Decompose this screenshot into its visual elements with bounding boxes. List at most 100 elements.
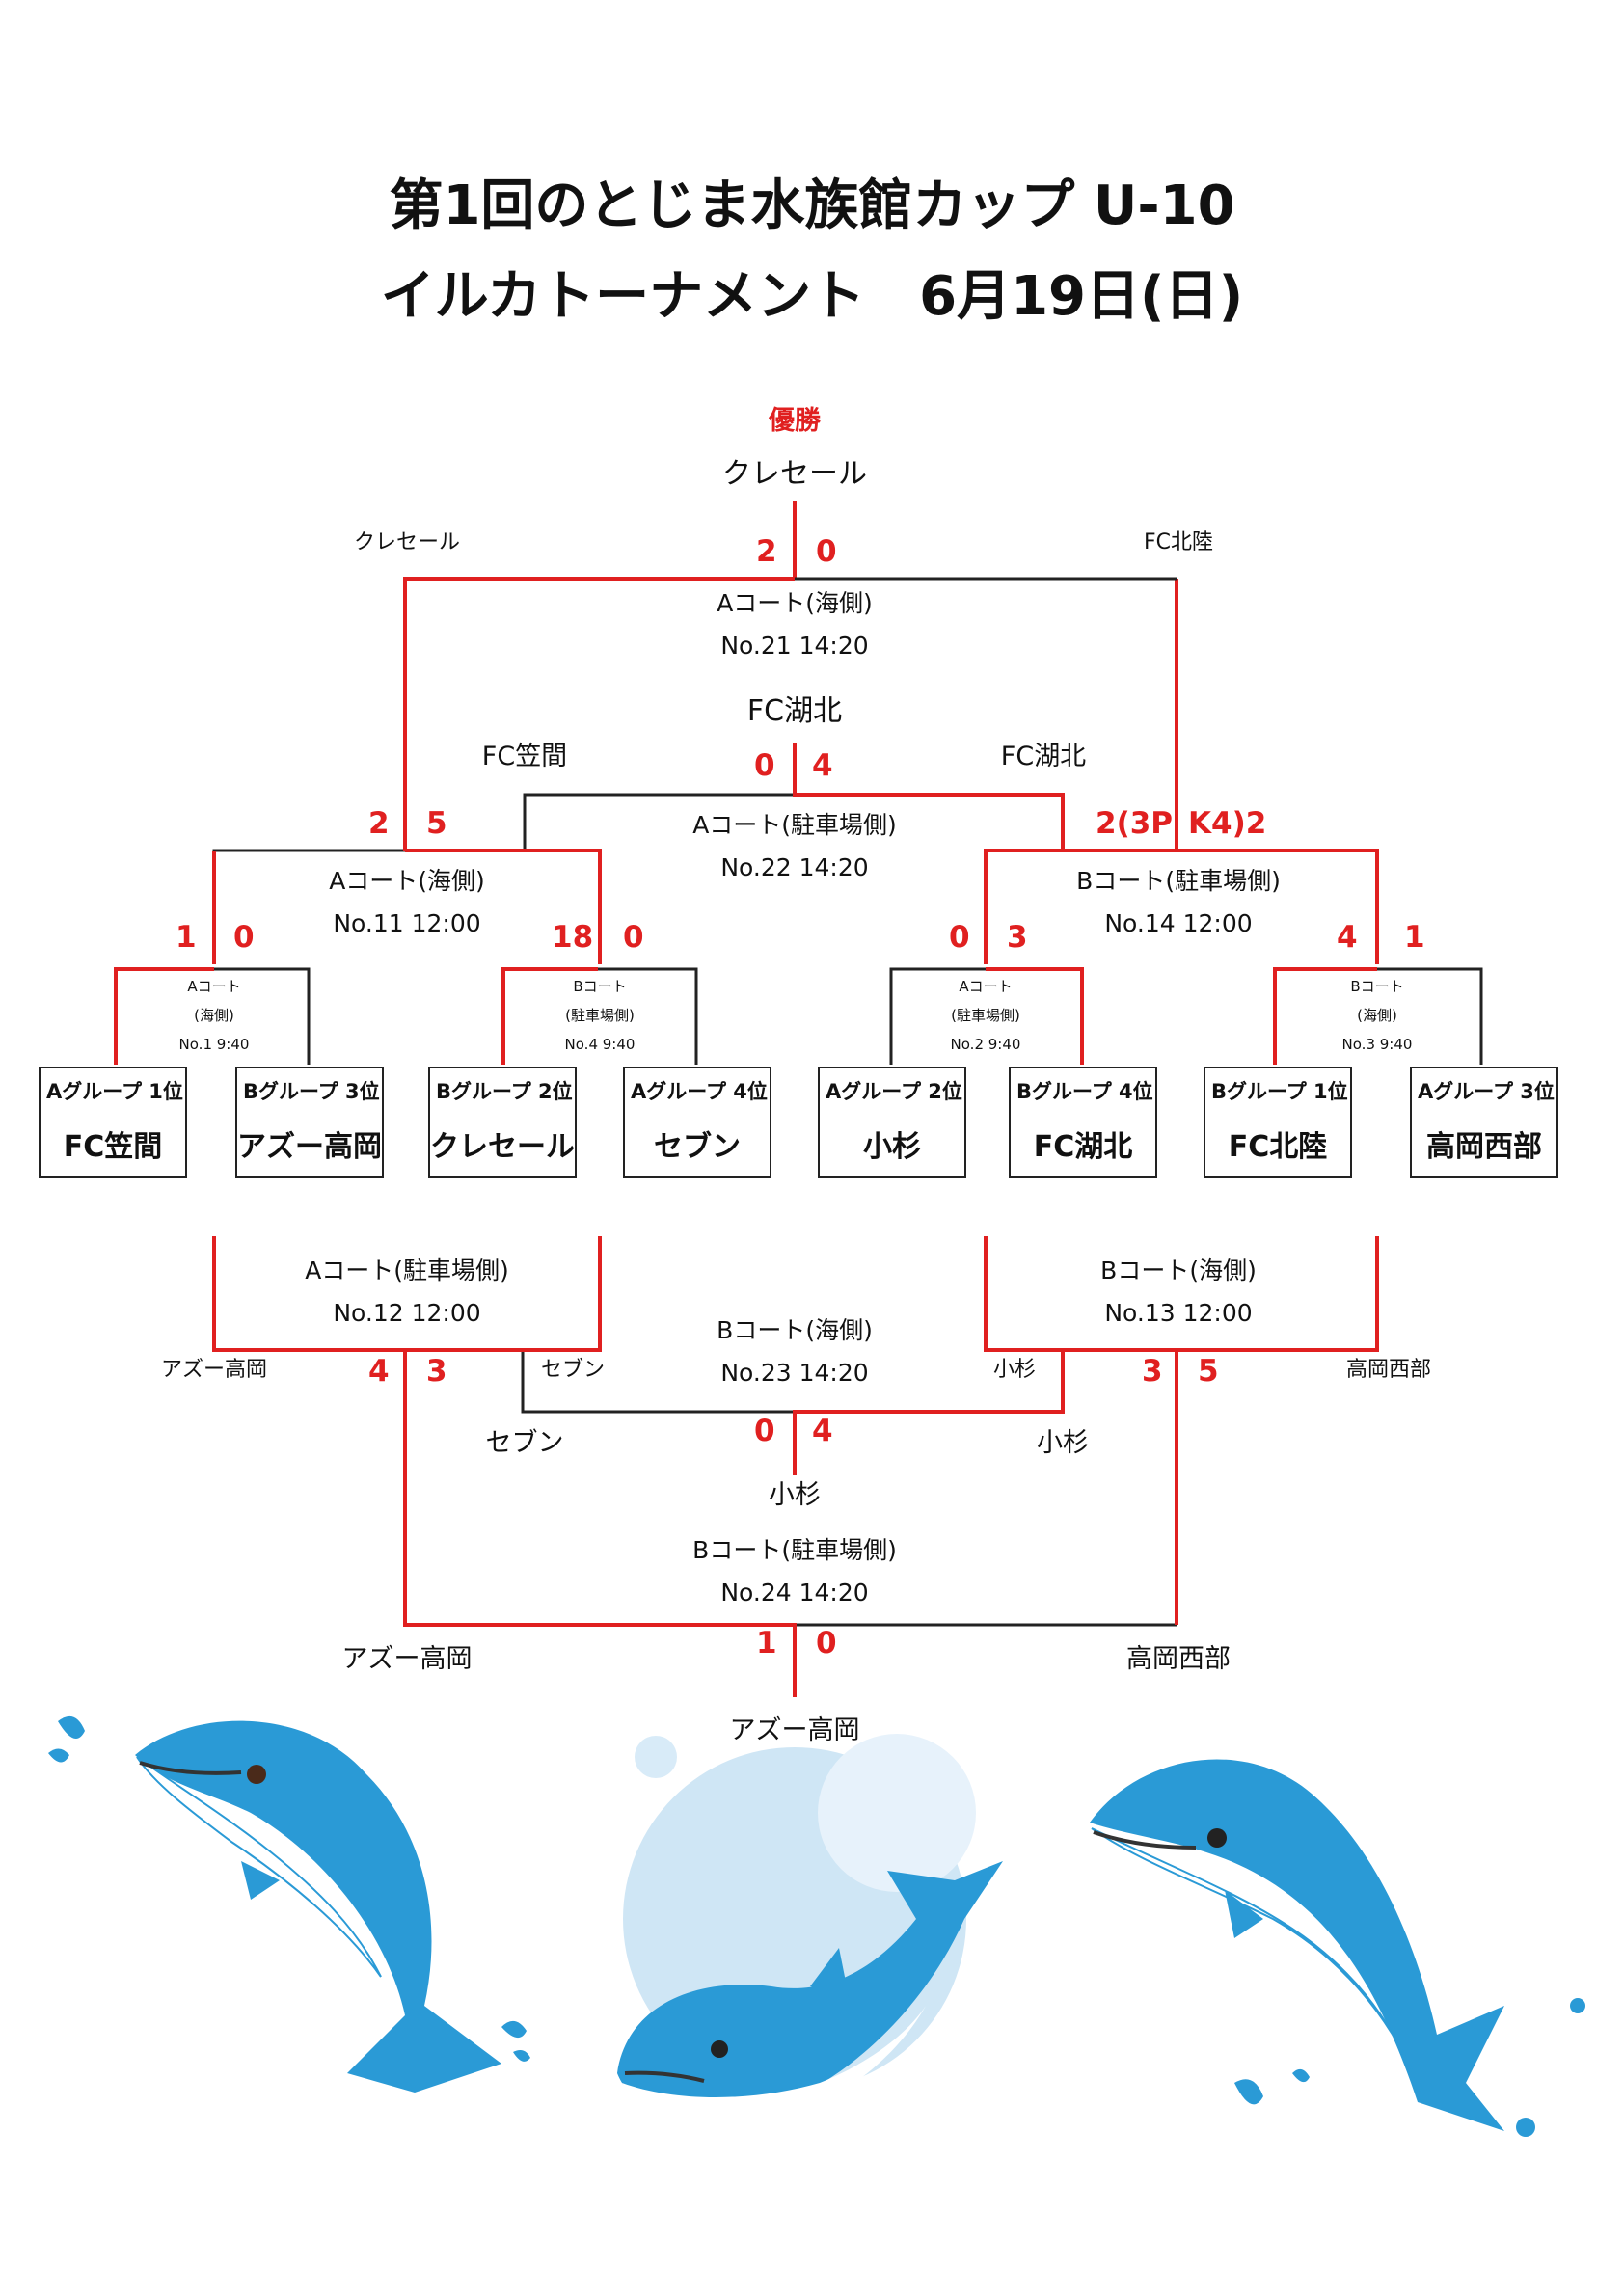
match24-right-score: 0 xyxy=(816,1626,837,1661)
bubble-medium xyxy=(818,1734,976,1892)
m4-right-score: 0 xyxy=(623,920,644,955)
semi-left-no: No.11 12:00 xyxy=(333,909,481,937)
m4-left-line xyxy=(501,967,598,1065)
title-line1: 第1回のとじま水族館カップ U-10 xyxy=(389,175,1235,237)
match22-right-line xyxy=(793,743,1065,851)
team-name: FC笠間 xyxy=(63,1130,163,1164)
match13-left-team: 小杉 xyxy=(992,1358,1037,1382)
splash-drop-icon xyxy=(513,2050,530,2062)
match23-right-line xyxy=(793,1350,1065,1475)
dolphin-center-icon xyxy=(617,1861,1003,2132)
m1-court-b: (海側) xyxy=(194,1007,234,1024)
m1-right-score: 0 xyxy=(233,920,255,955)
splash-drop-icon xyxy=(1292,2068,1310,2083)
dolphin-left-icon xyxy=(135,1720,501,2093)
match24-court: Bコート(駐車場側) xyxy=(692,1536,897,1564)
team-group: Aグループ 2位 xyxy=(826,1080,962,1103)
match12-no: No.12 12:00 xyxy=(333,1299,481,1327)
match12-court: Aコート(駐車場側) xyxy=(305,1256,509,1284)
match23-right-score: 4 xyxy=(812,1414,833,1448)
m4-right-line xyxy=(598,967,698,1065)
m4-court-b: (駐車場側) xyxy=(565,1007,635,1024)
semi-right-right-score: K4)2 xyxy=(1188,806,1267,841)
match23-left-team: セブン xyxy=(485,1428,564,1458)
splash-drop-icon xyxy=(1234,2079,1263,2105)
semi-left-left-score: 2 xyxy=(368,806,390,841)
match22-court: Aコート(駐車場側) xyxy=(692,811,897,839)
semi-left-winner-line xyxy=(405,849,602,964)
match12-left-score: 4 xyxy=(368,1354,390,1389)
semi-right-winner-line xyxy=(984,849,1379,964)
match13-no: No.13 12:00 xyxy=(1104,1299,1253,1327)
match12-right-team: セブン xyxy=(540,1358,606,1382)
semi-right-left-score: 2(3P xyxy=(1096,806,1174,841)
final-left-score: 2 xyxy=(756,534,777,569)
team-box: Bグループ 4位 FC湖北 xyxy=(1009,1067,1157,1178)
m2-right-score: 3 xyxy=(1007,920,1028,955)
m3-court-b: (海側) xyxy=(1357,1007,1397,1024)
match24-winner: アズー高岡 xyxy=(729,1715,860,1745)
team-group: Aグループ 4位 xyxy=(631,1080,768,1103)
team-name: セブン xyxy=(654,1130,741,1164)
match23-court: Bコート(海側) xyxy=(717,1316,873,1344)
match23-winner: 小杉 xyxy=(769,1480,821,1510)
m1-no: No.1 9:40 xyxy=(178,1036,250,1053)
team-box: Aグループ 2位 小杉 xyxy=(818,1067,966,1178)
m2-no: No.2 9:40 xyxy=(950,1036,1021,1053)
final-left-line xyxy=(403,577,795,851)
semi-left-right-score: 5 xyxy=(426,806,447,841)
match22-right-score: 4 xyxy=(812,748,833,783)
team-name: 小杉 xyxy=(863,1130,921,1164)
team-box: Aグループ 4位 セブン xyxy=(623,1067,771,1178)
match22-left-team: FC笠間 xyxy=(481,742,568,771)
team-name: FC北陸 xyxy=(1228,1130,1328,1164)
splash-drop-icon xyxy=(1570,1998,1585,2013)
title-line2: イルカトーナメント 6月19日(日) xyxy=(380,265,1244,328)
match24-right-team: 高岡西部 xyxy=(1126,1644,1231,1674)
dolphin-right-icon xyxy=(1090,1759,1504,2131)
match24-left-team: アズー高岡 xyxy=(341,1644,473,1674)
final-left-team: クレセール xyxy=(353,530,461,554)
m1-left-line xyxy=(114,967,214,1065)
match22-right-team: FC湖北 xyxy=(1000,742,1087,771)
m2-left-score: 0 xyxy=(949,920,970,955)
match23-left-line xyxy=(521,1350,795,1414)
champion-team: クレセール xyxy=(722,457,867,491)
semi-right-court: Bコート(駐車場側) xyxy=(1076,867,1281,895)
m2-court-b: (駐車場側) xyxy=(951,1007,1020,1024)
team-group: Aグループ 3位 xyxy=(1418,1080,1555,1103)
semi-left-court: Aコート(海側) xyxy=(329,867,485,895)
m4-left-score: 18 xyxy=(552,920,594,955)
match22-no: No.22 14:20 xyxy=(720,853,869,881)
m1-left-score: 1 xyxy=(176,920,197,955)
m3-left-line xyxy=(1273,967,1377,1065)
match13-line xyxy=(984,1236,1379,1352)
final-no: No.21 14:20 xyxy=(720,632,869,660)
splash-drop-icon xyxy=(58,1715,85,1739)
team-box: Aグループ 3位 高岡西部 xyxy=(1410,1067,1558,1178)
match24-no: No.24 14:20 xyxy=(720,1579,869,1607)
match22-left-line xyxy=(523,793,798,851)
m3-no: No.3 9:40 xyxy=(1341,1036,1413,1053)
final-right-score: 0 xyxy=(816,534,837,569)
m4-court-a: Bコート xyxy=(573,978,627,995)
splash-drop-icon xyxy=(48,1748,69,1763)
team-name: 高岡西部 xyxy=(1426,1130,1542,1164)
team-group: Bグループ 4位 xyxy=(1016,1080,1153,1103)
team-group: Bグループ 2位 xyxy=(436,1080,573,1103)
team-group: Bグループ 1位 xyxy=(1211,1080,1348,1103)
final-court: Aコート(海側) xyxy=(717,589,873,617)
match13-court: Bコート(海側) xyxy=(1100,1256,1257,1284)
m3-right-score: 1 xyxy=(1404,920,1425,955)
match13-right-team: 高岡西部 xyxy=(1345,1358,1432,1382)
team-name: アズー高岡 xyxy=(237,1130,382,1164)
match23-right-team: 小杉 xyxy=(1037,1428,1089,1458)
final-right-team: FC北陸 xyxy=(1143,530,1214,554)
team-box: Bグループ 3位 アズー高岡 xyxy=(235,1067,384,1178)
match13-right-score: 5 xyxy=(1198,1354,1219,1389)
team-box: Bグループ 2位 クレセール xyxy=(428,1067,577,1178)
m4-no: No.4 9:40 xyxy=(564,1036,636,1053)
m1-court-a: Aコート xyxy=(187,978,241,995)
team-name: クレセール xyxy=(430,1130,575,1164)
